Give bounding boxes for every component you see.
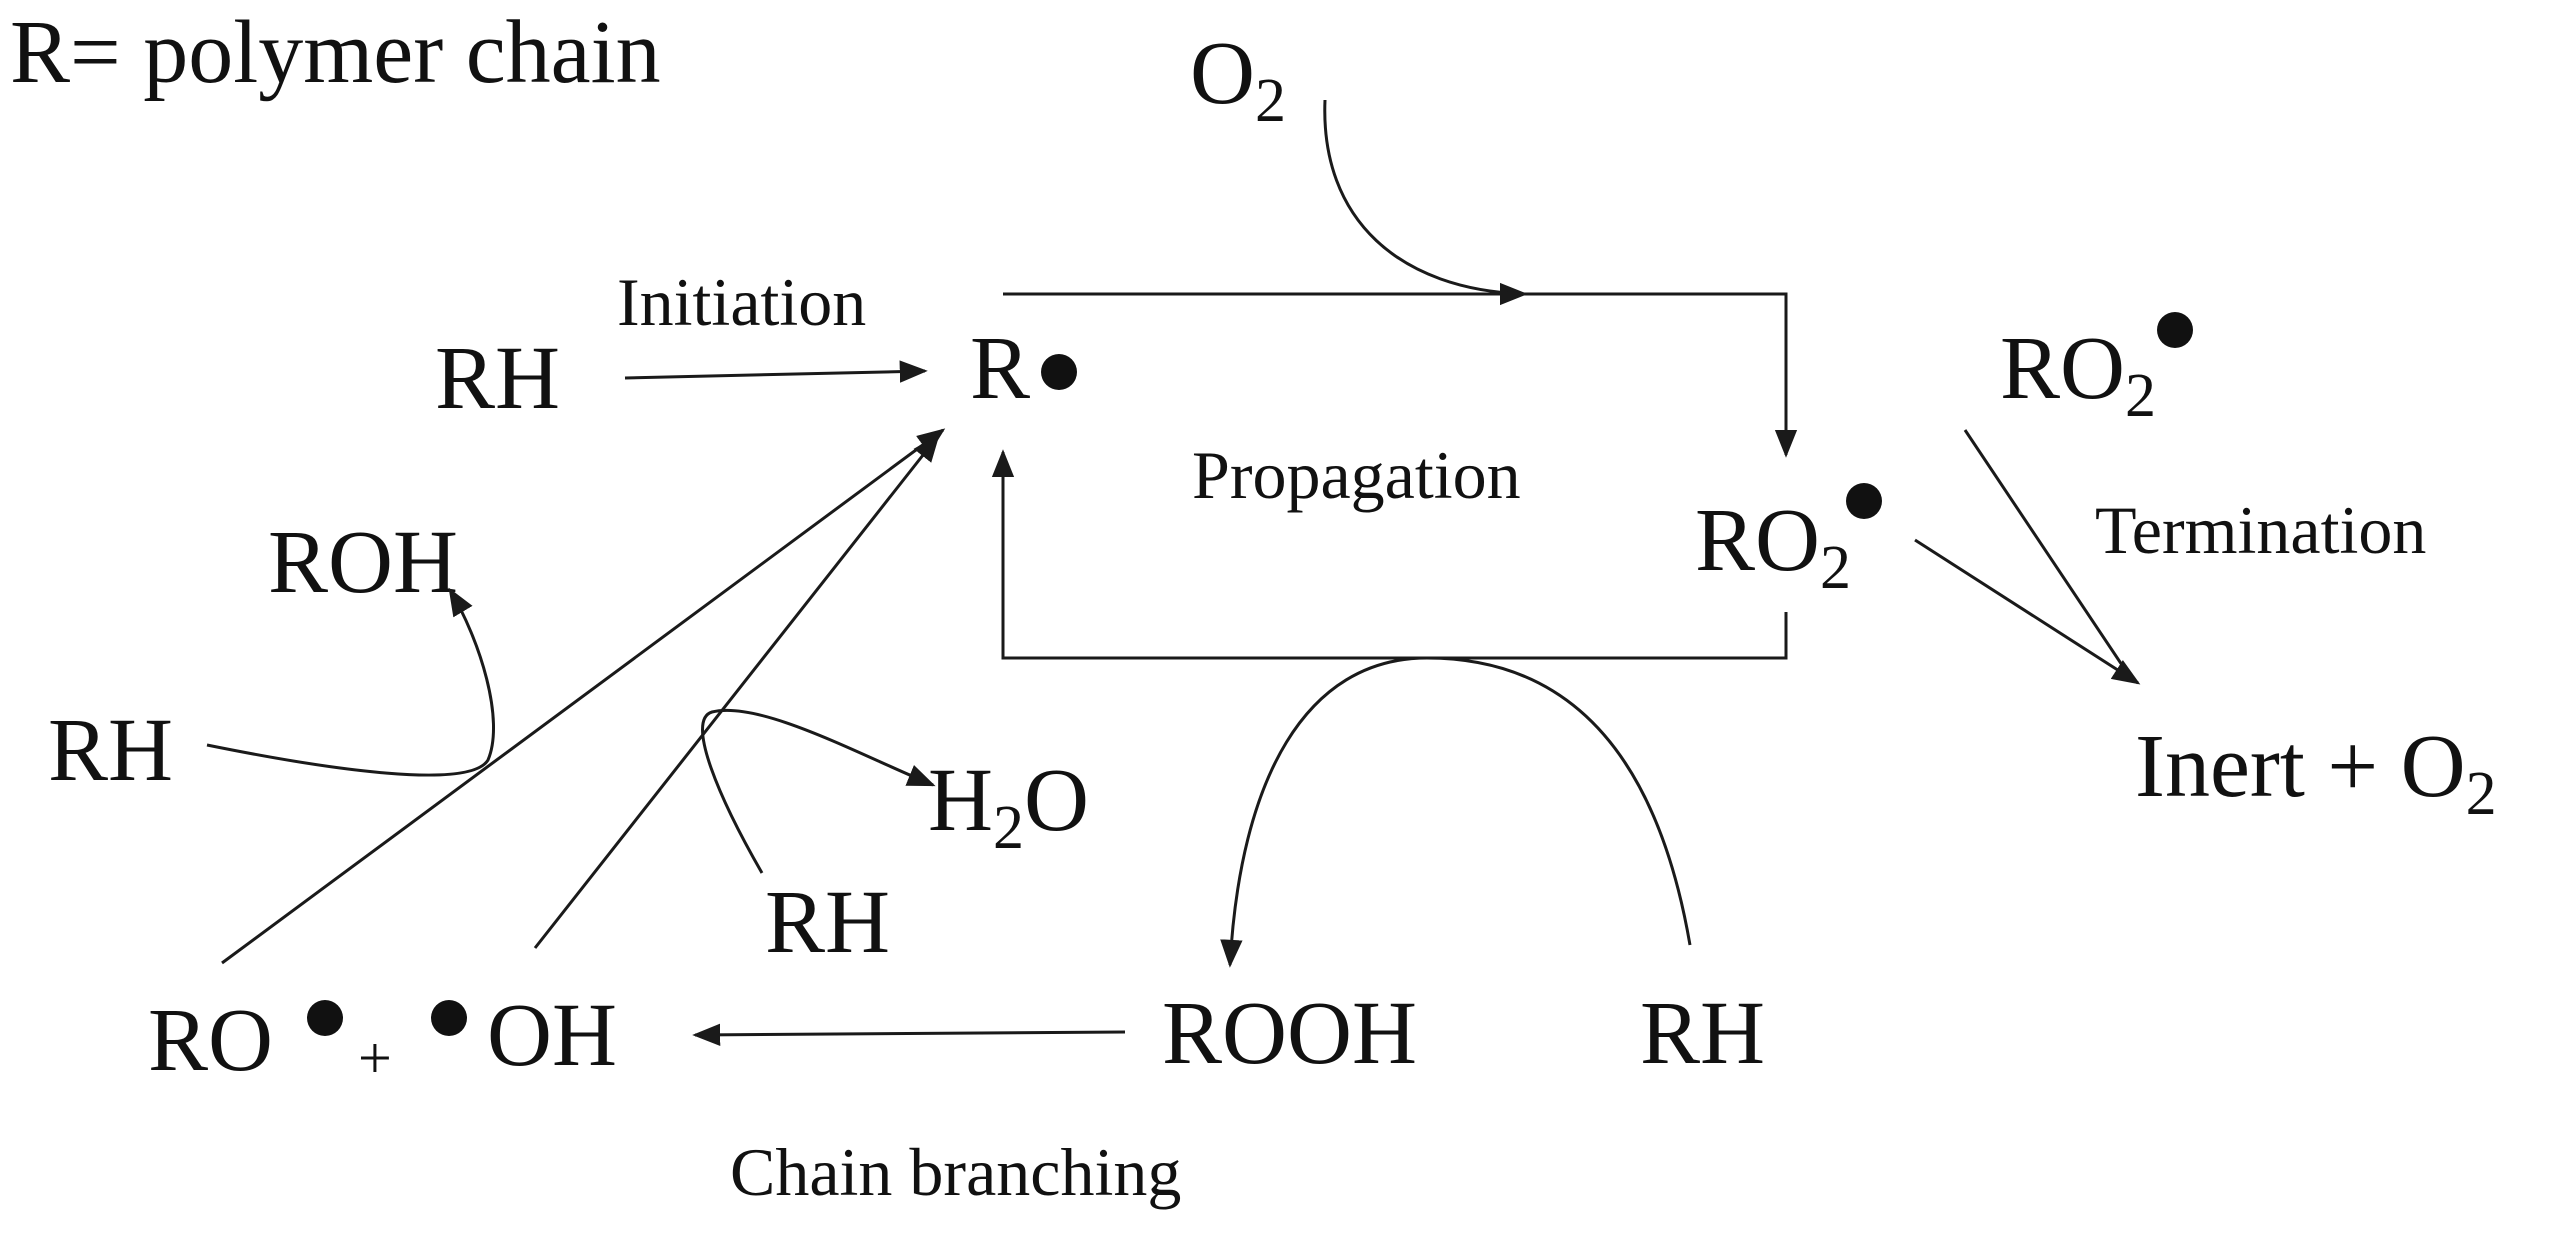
arrow-initiation <box>624 360 928 383</box>
o2-top-sub: 2 <box>1255 67 1286 135</box>
radical-dot-oh <box>431 1000 467 1036</box>
inert-base: Inert + O <box>2135 717 2466 816</box>
species-ro: RO <box>148 991 273 1090</box>
arrow-chain-branching <box>692 1023 1126 1047</box>
h2o-o: O <box>1024 751 1089 850</box>
ro2-term-sub: 2 <box>2125 362 2156 430</box>
label-propagation: Propagation <box>1192 437 1521 513</box>
species-ro2-mid: RO2 <box>1695 491 1851 602</box>
radical-dot-ro2-mid <box>1846 483 1882 519</box>
species-roh: ROH <box>268 513 458 612</box>
inert-sub: 2 <box>2466 760 2497 828</box>
h2o-sub: 2 <box>993 794 1024 862</box>
species-r-radical: R <box>970 319 1030 418</box>
species-o2-top: O2 <box>1190 24 1286 135</box>
species-rh-bottom: RH <box>1640 984 1765 1083</box>
species-ro2-term: RO2 <box>2000 319 2156 430</box>
radical-dot-ro2-term <box>2157 312 2193 348</box>
ro2-term-base: RO <box>2000 319 2125 418</box>
arrow-propagation-top <box>1003 292 1798 458</box>
species-rooh: ROOH <box>1162 984 1417 1083</box>
h2o-h: H <box>928 751 993 850</box>
radical-dot-ro <box>307 1000 343 1036</box>
arrow-rh-to-roh <box>206 587 496 777</box>
species-rh-mid: RH <box>765 873 890 972</box>
ro2-mid-sub: 2 <box>1820 534 1851 602</box>
arrow-propagation-return <box>991 449 1788 660</box>
species-rh-initiation: RH <box>435 329 560 428</box>
species-rh-left: RH <box>48 701 173 800</box>
arrow-oh-to-r <box>533 433 940 949</box>
radical-dot-r <box>1041 354 1077 390</box>
legend-text: R= polymer chain <box>10 3 661 102</box>
species-inert-o2: Inert + O2 <box>2135 717 2497 828</box>
species-h2o: H2O <box>928 751 1089 862</box>
o2-top-base: O <box>1190 24 1255 123</box>
label-initiation: Initiation <box>617 264 866 340</box>
arrow-termination-mid <box>1914 538 2141 685</box>
label-chain-branching: Chain branching <box>730 1134 1181 1210</box>
label-termination: Termination <box>2095 492 2426 568</box>
arrow-rh-to-rooh <box>1220 656 1692 968</box>
plus-sign: + <box>358 1025 392 1091</box>
ro2-mid-base: RO <box>1695 491 1820 590</box>
arrow-rh-to-h2o <box>701 708 936 874</box>
arrow-termination-right <box>1963 429 2134 681</box>
arrow-ro-to-r <box>221 428 946 965</box>
species-oh: OH <box>487 986 617 1085</box>
arrow-o2-join <box>1323 99 1526 296</box>
